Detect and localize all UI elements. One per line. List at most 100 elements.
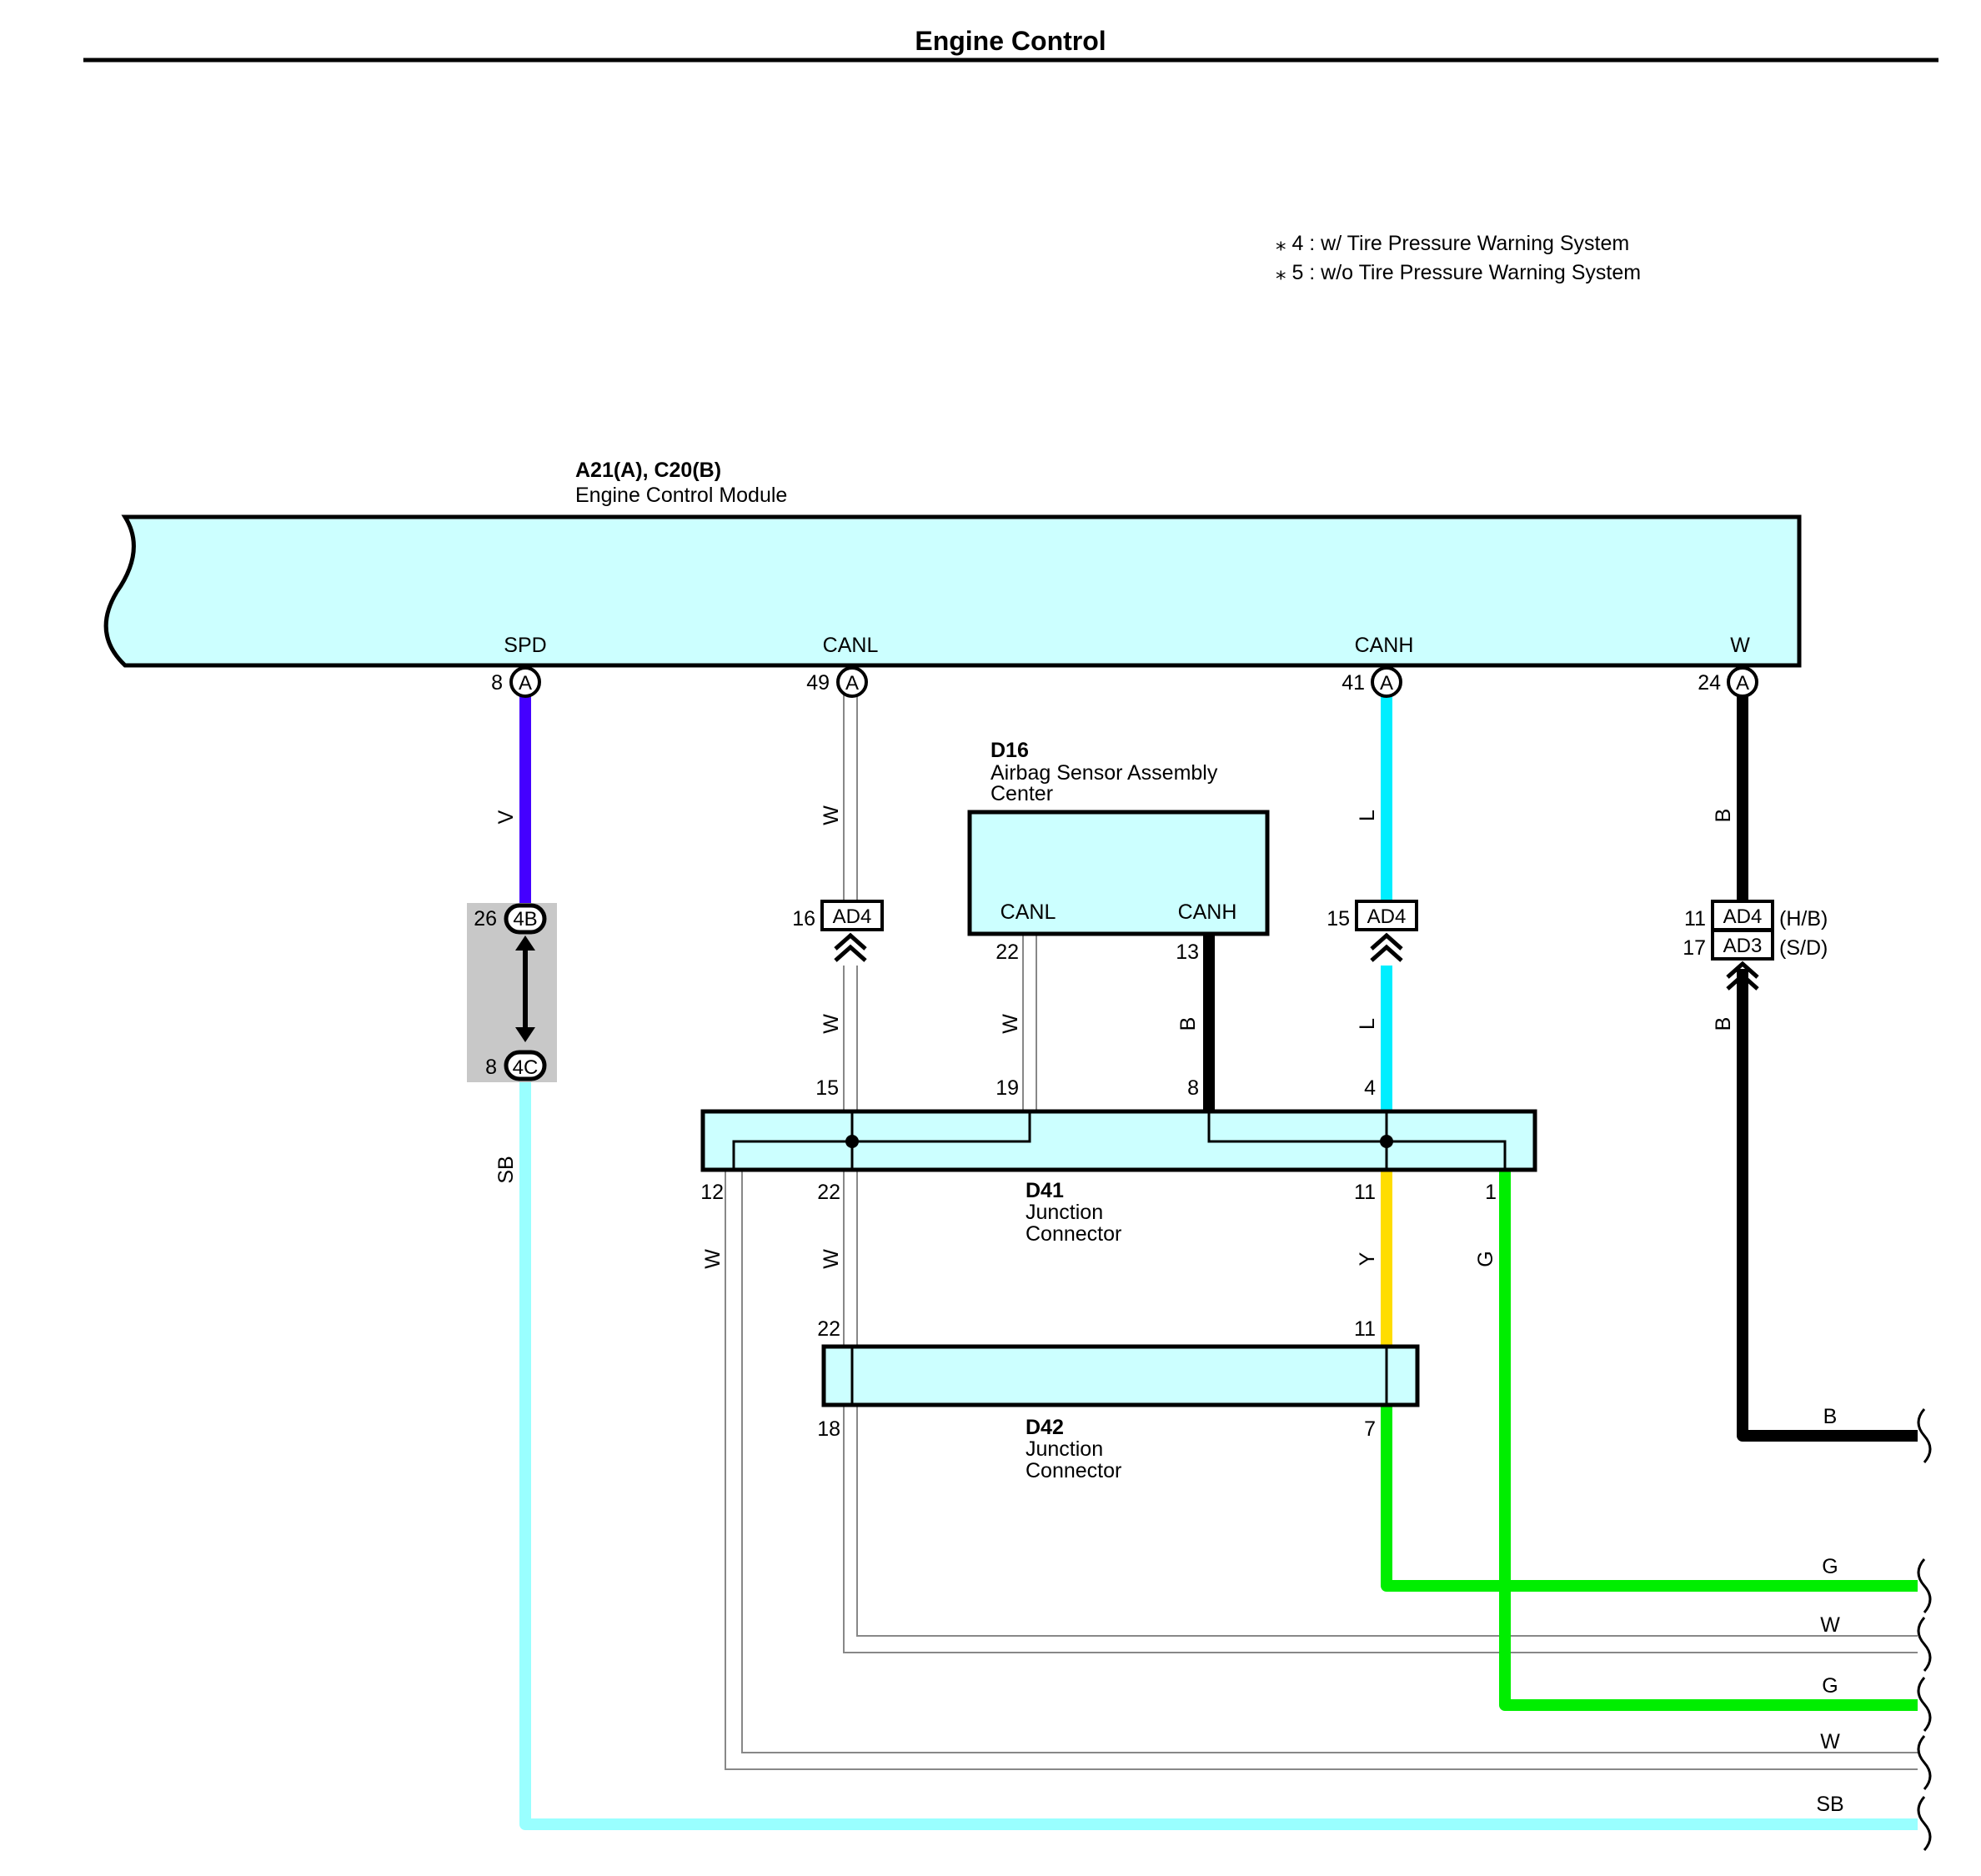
wires <box>519 692 1918 1830</box>
canl-connector-pin: 16 <box>792 907 815 930</box>
canh-inline-connector: 15 AD4 <box>1327 900 1418 962</box>
ecm-pin-canl: 49 <box>806 671 830 695</box>
spd-connector-top <box>504 903 547 935</box>
airbag-name-line2: Center <box>991 782 1053 805</box>
w-connector-2-note: (S/D) <box>1779 936 1828 960</box>
wire-d41-12 <box>725 1170 1918 1770</box>
spd-connector-bottom-pin: 8 <box>485 1056 497 1079</box>
w-connector-1-pin: 11 <box>1684 907 1706 930</box>
ecm-connector-w-label: A <box>1736 672 1749 695</box>
break-mark-g-1 <box>1917 1558 1932 1613</box>
wire-label-canh-lower: L <box>1356 1018 1379 1030</box>
ecm-terminal-canl: CANL <box>823 634 879 657</box>
exit-label-b: B <box>1823 1405 1838 1428</box>
wire-label-d41-12: W <box>701 1249 725 1269</box>
airbag-pin-canl: 22 <box>996 941 1019 964</box>
note-with-tpws: ⁎ 4 : w/ Tire Pressure Warning System <box>1276 232 1629 255</box>
wire-d42-18-edge <box>856 1406 1918 1637</box>
ecm-code: A21(A), C20(B) <box>575 459 721 482</box>
ecm-connector-spd <box>509 666 541 698</box>
d41-pin-15: 15 <box>815 1076 839 1100</box>
wire-label-d41-22: W <box>820 1249 843 1269</box>
spd-connector-arrow-down <box>515 1027 535 1042</box>
wire-d41-12-edge <box>741 1170 1918 1753</box>
wire-label-canl-upper: W <box>820 805 843 825</box>
ecm-name: Engine Control Module <box>575 484 787 507</box>
break-mark-b <box>1917 1408 1932 1463</box>
w-connector-chevron-1 <box>1726 961 1759 979</box>
d41-node-canh <box>1380 1135 1393 1148</box>
wire-color-labels: V SB W W W B L L B B W W Y G <box>494 805 1735 1269</box>
airbag-name-line1: Airbag Sensor Assembly <box>991 761 1218 785</box>
d41-pin-12: 12 <box>700 1181 724 1204</box>
ecm-terminal-pins: 8 A 49 A 41 A 24 A <box>491 666 1758 698</box>
d41-name-line2: Connector <box>1026 1222 1121 1246</box>
airbag-terminal-canl: CANL <box>1001 900 1056 924</box>
d41-bus-canh <box>1207 1111 1507 1170</box>
page-title: Engine Control <box>915 26 1106 56</box>
canl-connector-chevron-2 <box>834 944 867 962</box>
d42-junction-connector: 22 11 18 7 D42 Junction Connector <box>817 1317 1420 1482</box>
ecm-pin-spd: 8 <box>491 671 503 695</box>
airbag-box <box>967 810 1270 936</box>
wire-label-canh-upper: L <box>1356 810 1379 821</box>
ecm-pin-canh: 41 <box>1342 671 1365 695</box>
canh-connector-code: AD4 <box>1367 905 1407 928</box>
wire-label-d41-11: Y <box>1356 1252 1379 1266</box>
spd-inline-connector: 26 4B 8 4C <box>467 903 557 1082</box>
exit-label-sb: SB <box>1816 1793 1843 1816</box>
canh-connector-box <box>1355 900 1418 931</box>
d41-pin-8: 8 <box>1187 1076 1199 1100</box>
wire-d42-7-green <box>1381 1406 1918 1592</box>
exit-label-g-1: G <box>1822 1555 1838 1578</box>
exit-label-w-2: W <box>1820 1730 1840 1753</box>
d42-pin-22: 22 <box>817 1317 840 1341</box>
exit-label-w-1: W <box>1820 1613 1840 1637</box>
continuation-breaks <box>1917 1408 1932 1851</box>
d41-name-line1: Junction <box>1026 1201 1103 1224</box>
airbag-terminal-canh: CANH <box>1178 900 1237 924</box>
break-mark-w-2 <box>1917 1735 1932 1790</box>
canh-connector-chevron-2 <box>1370 944 1403 962</box>
d41-node-canl <box>845 1135 859 1148</box>
d41-pin-19: 19 <box>996 1076 1019 1100</box>
spd-connector-top-code: 4B <box>513 908 537 930</box>
ecm-connector-canh <box>1371 666 1402 698</box>
break-mark-sb <box>1917 1796 1932 1851</box>
ecm-connector-w <box>1727 666 1758 698</box>
wire-label-airbag-canh: B <box>1176 1017 1200 1031</box>
d41-pin-4: 4 <box>1364 1076 1376 1100</box>
d41-junction-connector: 15 19 8 4 12 22 11 1 D41 Junction Connec… <box>700 1076 1537 1246</box>
ecm-connector-spd-label: A <box>519 672 532 695</box>
d41-bus-canl <box>732 1111 1031 1170</box>
d41-pin-1: 1 <box>1485 1181 1497 1204</box>
wire-label-d41-1: G <box>1474 1251 1497 1267</box>
wire-label-spd-upper: V <box>494 810 518 824</box>
wire-label-spd-lower: SB <box>494 1156 518 1183</box>
d41-pin-11: 11 <box>1354 1181 1376 1204</box>
wire-label-canl-lower: W <box>820 1014 843 1034</box>
d42-pin-18: 18 <box>817 1417 840 1441</box>
w-connector-1-code: AD4 <box>1723 905 1763 928</box>
canl-connector-code: AD4 <box>833 905 872 928</box>
spd-connector-bottom-code: 4C <box>513 1056 539 1079</box>
exit-label-g-2: G <box>1822 1674 1838 1698</box>
spd-connector-bottom <box>504 1050 547 1081</box>
w-connector-1-note: (H/B) <box>1779 907 1828 930</box>
break-mark-g-2 <box>1917 1677 1932 1732</box>
spd-connector-arrow-up <box>515 935 535 951</box>
ecm-terminal-canh: CANH <box>1355 634 1414 657</box>
wire-label-airbag-canl: W <box>999 1014 1022 1034</box>
wire-w-lower <box>1737 969 1918 1442</box>
ecm-connector-canl-label: A <box>845 672 859 695</box>
wire-label-w-lower: B <box>1712 1017 1735 1031</box>
airbag-sensor-assembly: D16 Airbag Sensor Assembly Center CANL C… <box>967 739 1270 964</box>
ecm-terminal-spd: SPD <box>504 634 546 657</box>
wire-d42-18 <box>843 1406 1918 1653</box>
d42-name-line2: Connector <box>1026 1459 1121 1482</box>
d41-pin-22: 22 <box>817 1181 840 1204</box>
d42-pin-7: 7 <box>1364 1417 1376 1441</box>
d42-name-line1: Junction <box>1026 1437 1103 1461</box>
w-connector-2-pin: 17 <box>1683 936 1706 960</box>
